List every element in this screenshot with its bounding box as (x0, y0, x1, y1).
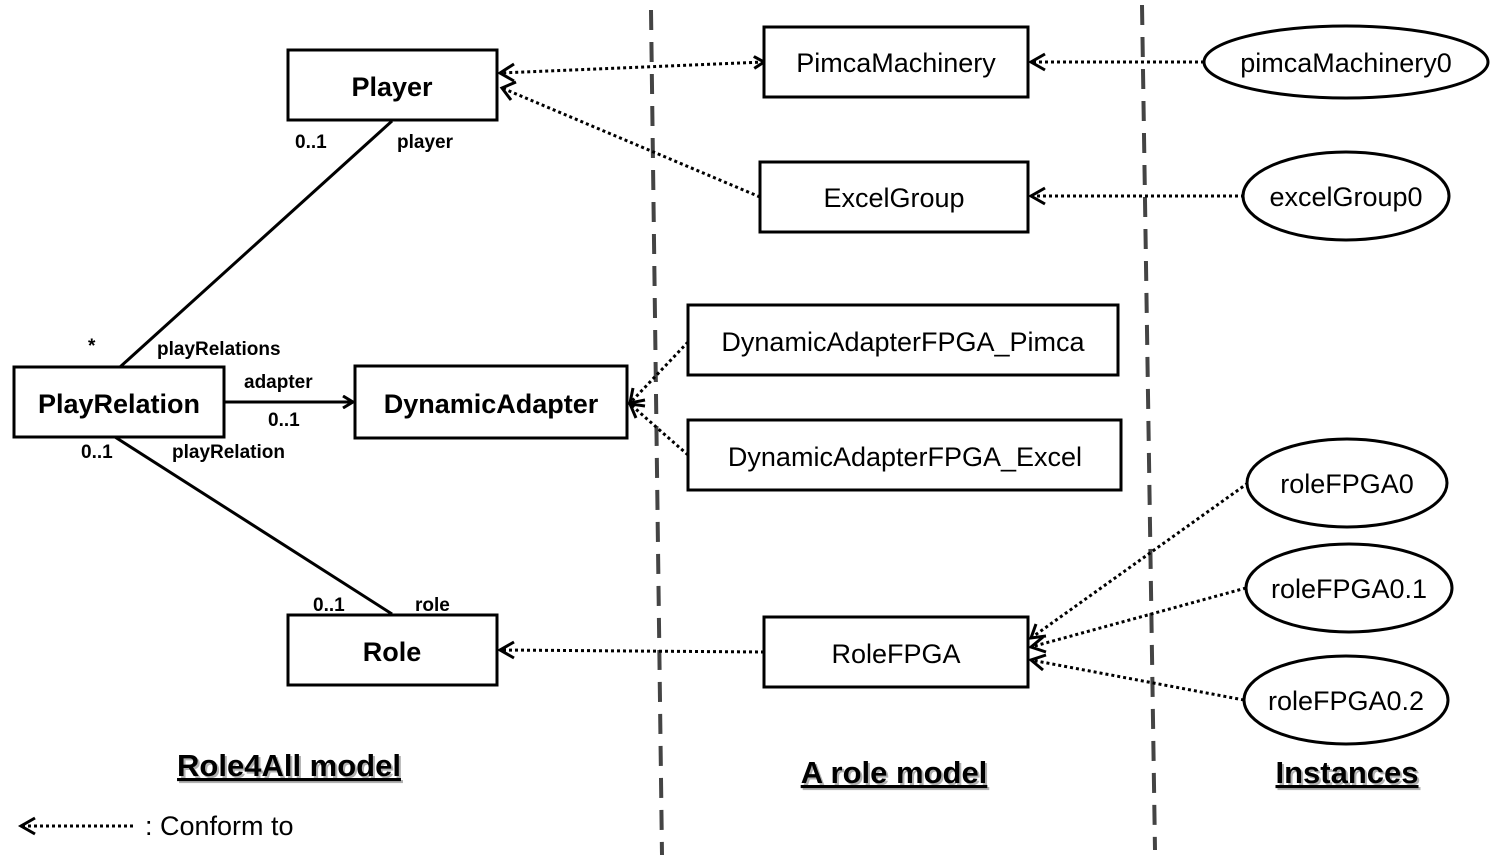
mult-role-side-01: 0..1 (81, 442, 113, 463)
section-role-model-shadow: A role model (803, 757, 990, 792)
class-player: Player (286, 48, 499, 122)
conform-role02-to-rolefpga (1030, 658, 1245, 702)
class-adapter-excel: DynamicAdapterFPGA_Excel (686, 418, 1123, 492)
arrowhead-rolefpga-1 (1028, 623, 1047, 640)
arrowhead-adapter-bottom (627, 402, 646, 419)
instance-excel-group0-label: excelGroup0 (1269, 182, 1422, 212)
end-play-relation: playRelation (172, 442, 285, 463)
class-role-label: Role (363, 637, 422, 667)
class-pimca-machinery-label: PimcaMachinery (796, 48, 996, 78)
mult-role-01: 0..1 (313, 595, 345, 616)
conform-role01-to-rolefpga (1030, 586, 1247, 649)
conform-role0-to-rolefpga (1030, 481, 1249, 640)
legend-text: : Conform to (145, 811, 294, 841)
class-play-relation-label: PlayRelation (38, 389, 200, 419)
conform-pimca-to-player (499, 62, 764, 75)
class-pimca-machinery: PimcaMachinery (762, 25, 1030, 99)
class-play-relation: PlayRelation (12, 365, 226, 439)
conform-rolefpga-to-role (499, 648, 765, 654)
class-excel-group-label: ExcelGroup (823, 183, 964, 213)
arrowhead-rolefpga-2 (1027, 635, 1047, 654)
end-play-relations: playRelations (157, 339, 281, 360)
mult-star: * (88, 336, 96, 357)
class-role-fpga-label: RoleFPGA (831, 639, 960, 669)
arrowhead-pimca (1027, 52, 1046, 72)
conform-excel-to-player (501, 86, 761, 199)
instance-pimca-machinery0: pimcaMachinery0 (1202, 24, 1490, 100)
arrowhead-rolefpga-3 (1027, 653, 1047, 672)
section-role-model-title: A role model (801, 755, 988, 790)
instance-role-fpga0: roleFPGA0 (1245, 437, 1449, 529)
legend-arrowhead (17, 816, 36, 836)
instance-role-fpga0-1-label: roleFPGA0.1 (1271, 574, 1427, 604)
section-role4all-shadow: Role4All model (179, 750, 403, 785)
conform-adapterexcel-to-adapter (629, 402, 689, 457)
arrowhead-excel (1027, 186, 1046, 206)
assoc-playrelation-player (118, 119, 394, 369)
arrowhead-role (496, 640, 515, 660)
arrowhead-player-bottom (499, 80, 517, 101)
section-instances-shadow: Instances (1277, 757, 1420, 792)
mult-player-01: 0..1 (295, 132, 327, 153)
instance-role-fpga0-1: roleFPGA0.1 (1244, 542, 1454, 634)
arrowhead-player-top (497, 62, 515, 83)
separator-right (1140, 4, 1157, 851)
section-role4all-title: Role4All model (177, 748, 401, 783)
legend: : Conform to (17, 811, 294, 841)
instance-excel-group0: excelGroup0 (1241, 150, 1451, 242)
conform-adapterpimca-to-adapter (628, 340, 690, 405)
class-excel-group: ExcelGroup (758, 160, 1030, 234)
instance-pimca-machinery0-label: pimcaMachinery0 (1240, 48, 1452, 78)
end-adapter: adapter (244, 372, 313, 393)
instance-role-fpga0-2: roleFPGA0.2 (1242, 654, 1450, 746)
class-dynamic-adapter: DynamicAdapter (353, 364, 629, 440)
class-adapter-pimca: DynamicAdapterFPGA_Pimca (686, 303, 1120, 377)
instance-role-fpga0-2-label: roleFPGA0.2 (1268, 686, 1424, 716)
class-role: Role (286, 613, 499, 687)
mult-adapter-01: 0..1 (268, 410, 300, 431)
class-player-label: Player (351, 72, 433, 102)
separator-left (649, 9, 664, 856)
class-dynamic-adapter-label: DynamicAdapter (384, 389, 599, 419)
assoc-playrelation-role (114, 435, 393, 616)
end-role: role (415, 595, 450, 616)
end-player: player (397, 132, 454, 153)
class-adapter-pimca-label: DynamicAdapterFPGA_Pimca (721, 327, 1085, 357)
section-instances-title: Instances (1275, 755, 1418, 790)
class-adapter-excel-label: DynamicAdapterFPGA_Excel (728, 442, 1082, 472)
class-role-fpga: RoleFPGA (762, 615, 1030, 689)
instance-role-fpga0-label: roleFPGA0 (1280, 469, 1414, 499)
